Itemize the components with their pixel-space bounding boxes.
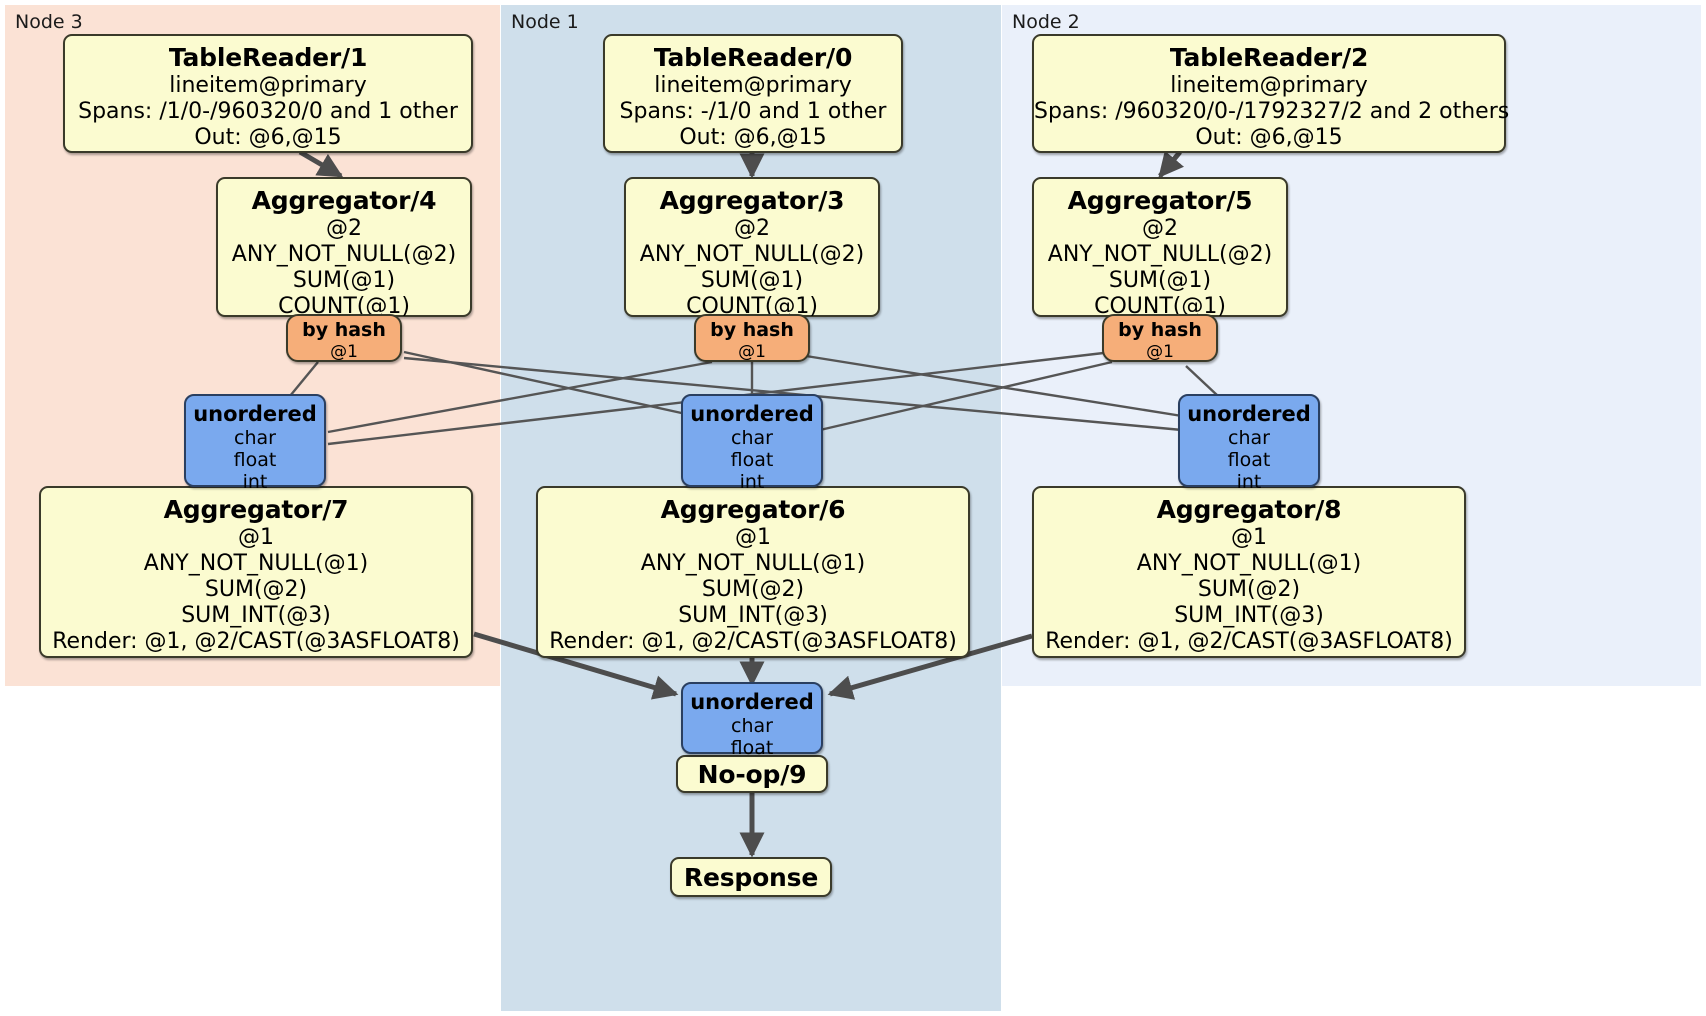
synchronizer-type: char (234, 427, 276, 449)
processor-title: No-op/9 (697, 759, 807, 789)
processor-title: Aggregator/8 (1156, 495, 1342, 524)
processor-detail-line: @2 (326, 216, 362, 241)
synchronizer-type: float (233, 449, 277, 471)
synchronizer-type: char (1228, 427, 1270, 449)
processor-detail-line: SUM_INT(@3) (1174, 603, 1324, 628)
hash-router-left[interactable]: by hash @1 (286, 314, 402, 362)
processor-detail-line: SUM(@1) (700, 268, 804, 293)
processor-title: Aggregator/7 (163, 495, 349, 524)
processor-noop-9[interactable]: No-op/9 (676, 755, 828, 793)
synchronizer-type: float (1227, 449, 1271, 471)
synchronizer-type: char (731, 715, 773, 737)
hash-router-column: @1 (1146, 342, 1174, 362)
hash-router-title: by hash (710, 319, 794, 341)
synchronizer-left[interactable]: unordered char float int (184, 394, 326, 493)
processor-title: TableReader/0 (653, 43, 853, 72)
processor-detail-line: Out: @6,@15 (679, 125, 827, 150)
hash-router-center[interactable]: by hash @1 (694, 314, 810, 362)
hash-router-right[interactable]: by hash @1 (1102, 314, 1218, 362)
processor-detail-line: lineitem@primary (654, 73, 852, 98)
synchronizer-title: unordered (1187, 402, 1311, 426)
processor-render-line: Render: @1, @2/CAST(@3ASFLOAT8) (1045, 629, 1453, 654)
processor-detail-line: @1 (1231, 525, 1267, 550)
processor-detail-line: ANY_NOT_NULL(@2) (1047, 242, 1273, 267)
processor-detail-line: ANY_NOT_NULL(@1) (640, 551, 866, 576)
processor-render-line: Render: @1, @2/CAST(@3ASFLOAT8) (549, 629, 957, 654)
processor-detail-line: lineitem@primary (1170, 73, 1368, 98)
processor-detail-line: @2 (1142, 216, 1178, 241)
hash-router-title: by hash (302, 319, 386, 341)
processor-render-line: Render: @1, @2/CAST(@3ASFLOAT8) (52, 629, 460, 654)
processor-aggregator-5[interactable]: Aggregator/5 @2 ANY_NOT_NULL(@2) SUM(@1)… (1032, 177, 1288, 319)
node-panel-label-node1: Node 1 (511, 11, 579, 33)
synchronizer-type: float (730, 737, 774, 759)
hash-router-title: by hash (1118, 319, 1202, 341)
processor-detail-line: Out: @6,@15 (1195, 125, 1343, 150)
node-panel-label-node2: Node 2 (1012, 11, 1080, 33)
node-panel-label-node3: Node 3 (15, 11, 83, 33)
hash-router-column: @1 (330, 342, 358, 362)
processor-aggregator-4[interactable]: Aggregator/4 @2 ANY_NOT_NULL(@2) SUM(@1)… (216, 177, 472, 319)
processor-detail-line: SUM_INT(@3) (181, 603, 331, 628)
synchronizer-type: int (739, 471, 765, 493)
processor-aggregator-3[interactable]: Aggregator/3 @2 ANY_NOT_NULL(@2) SUM(@1)… (624, 177, 880, 319)
processor-detail-line: Spans: /960320/0-/1792327/2 and 2 others (1034, 99, 1510, 124)
processor-detail-line: SUM(@2) (204, 577, 308, 602)
processor-title: Aggregator/3 (659, 186, 845, 215)
synchronizer-center[interactable]: unordered char float int (681, 394, 823, 493)
processor-title: TableReader/2 (1169, 43, 1369, 72)
processor-detail-line: Spans: -/1/0 and 1 other (619, 99, 887, 124)
synchronizer-type: int (1236, 471, 1262, 493)
processor-title: Aggregator/6 (660, 495, 846, 524)
processor-detail-line: ANY_NOT_NULL(@2) (639, 242, 865, 267)
processor-detail-line: ANY_NOT_NULL(@2) (231, 242, 457, 267)
synchronizer-title: unordered (193, 402, 317, 426)
processor-detail-line: Out: @6,@15 (194, 125, 342, 150)
processor-response[interactable]: Response (670, 857, 832, 897)
processor-detail-line: @1 (735, 525, 771, 550)
processor-title: TableReader/1 (168, 43, 368, 72)
processor-detail-line: ANY_NOT_NULL(@1) (1136, 551, 1362, 576)
processor-title: Response (683, 862, 819, 892)
synchronizer-title: unordered (690, 402, 814, 426)
processor-aggregator-8[interactable]: Aggregator/8 @1 ANY_NOT_NULL(@1) SUM(@2)… (1032, 486, 1466, 658)
processor-detail-line: SUM(@1) (1108, 268, 1212, 293)
processor-detail-line: ANY_NOT_NULL(@1) (143, 551, 369, 576)
processor-detail-line: SUM(@1) (292, 268, 396, 293)
synchronizer-title: unordered (690, 690, 814, 714)
processor-detail-line: Spans: /1/0-/960320/0 and 1 other (78, 99, 458, 124)
processor-detail-line: SUM_INT(@3) (678, 603, 828, 628)
processor-detail-line: SUM(@2) (701, 577, 805, 602)
processor-detail-line: SUM(@2) (1197, 577, 1301, 602)
processor-title: Aggregator/4 (251, 186, 437, 215)
synchronizer-final[interactable]: unordered char float (681, 682, 823, 759)
synchronizer-type: int (242, 471, 268, 493)
processor-table-reader-2[interactable]: TableReader/2 lineitem@primary Spans: /9… (1032, 34, 1510, 153)
processor-title: Aggregator/5 (1067, 186, 1253, 215)
processor-detail-line: @2 (734, 216, 770, 241)
processor-aggregator-7[interactable]: Aggregator/7 @1 ANY_NOT_NULL(@1) SUM(@2)… (39, 486, 473, 658)
synchronizer-right[interactable]: unordered char float int (1178, 394, 1320, 493)
processor-detail-line: lineitem@primary (169, 73, 367, 98)
processor-detail-line: @1 (238, 525, 274, 550)
hash-router-column: @1 (738, 342, 766, 362)
processor-table-reader-0[interactable]: TableReader/0 lineitem@primary Spans: -/… (603, 34, 903, 153)
processor-aggregator-6[interactable]: Aggregator/6 @1 ANY_NOT_NULL(@1) SUM(@2)… (536, 486, 970, 658)
processor-table-reader-1[interactable]: TableReader/1 lineitem@primary Spans: /1… (63, 34, 473, 153)
synchronizer-type: float (730, 449, 774, 471)
synchronizer-type: char (731, 427, 773, 449)
